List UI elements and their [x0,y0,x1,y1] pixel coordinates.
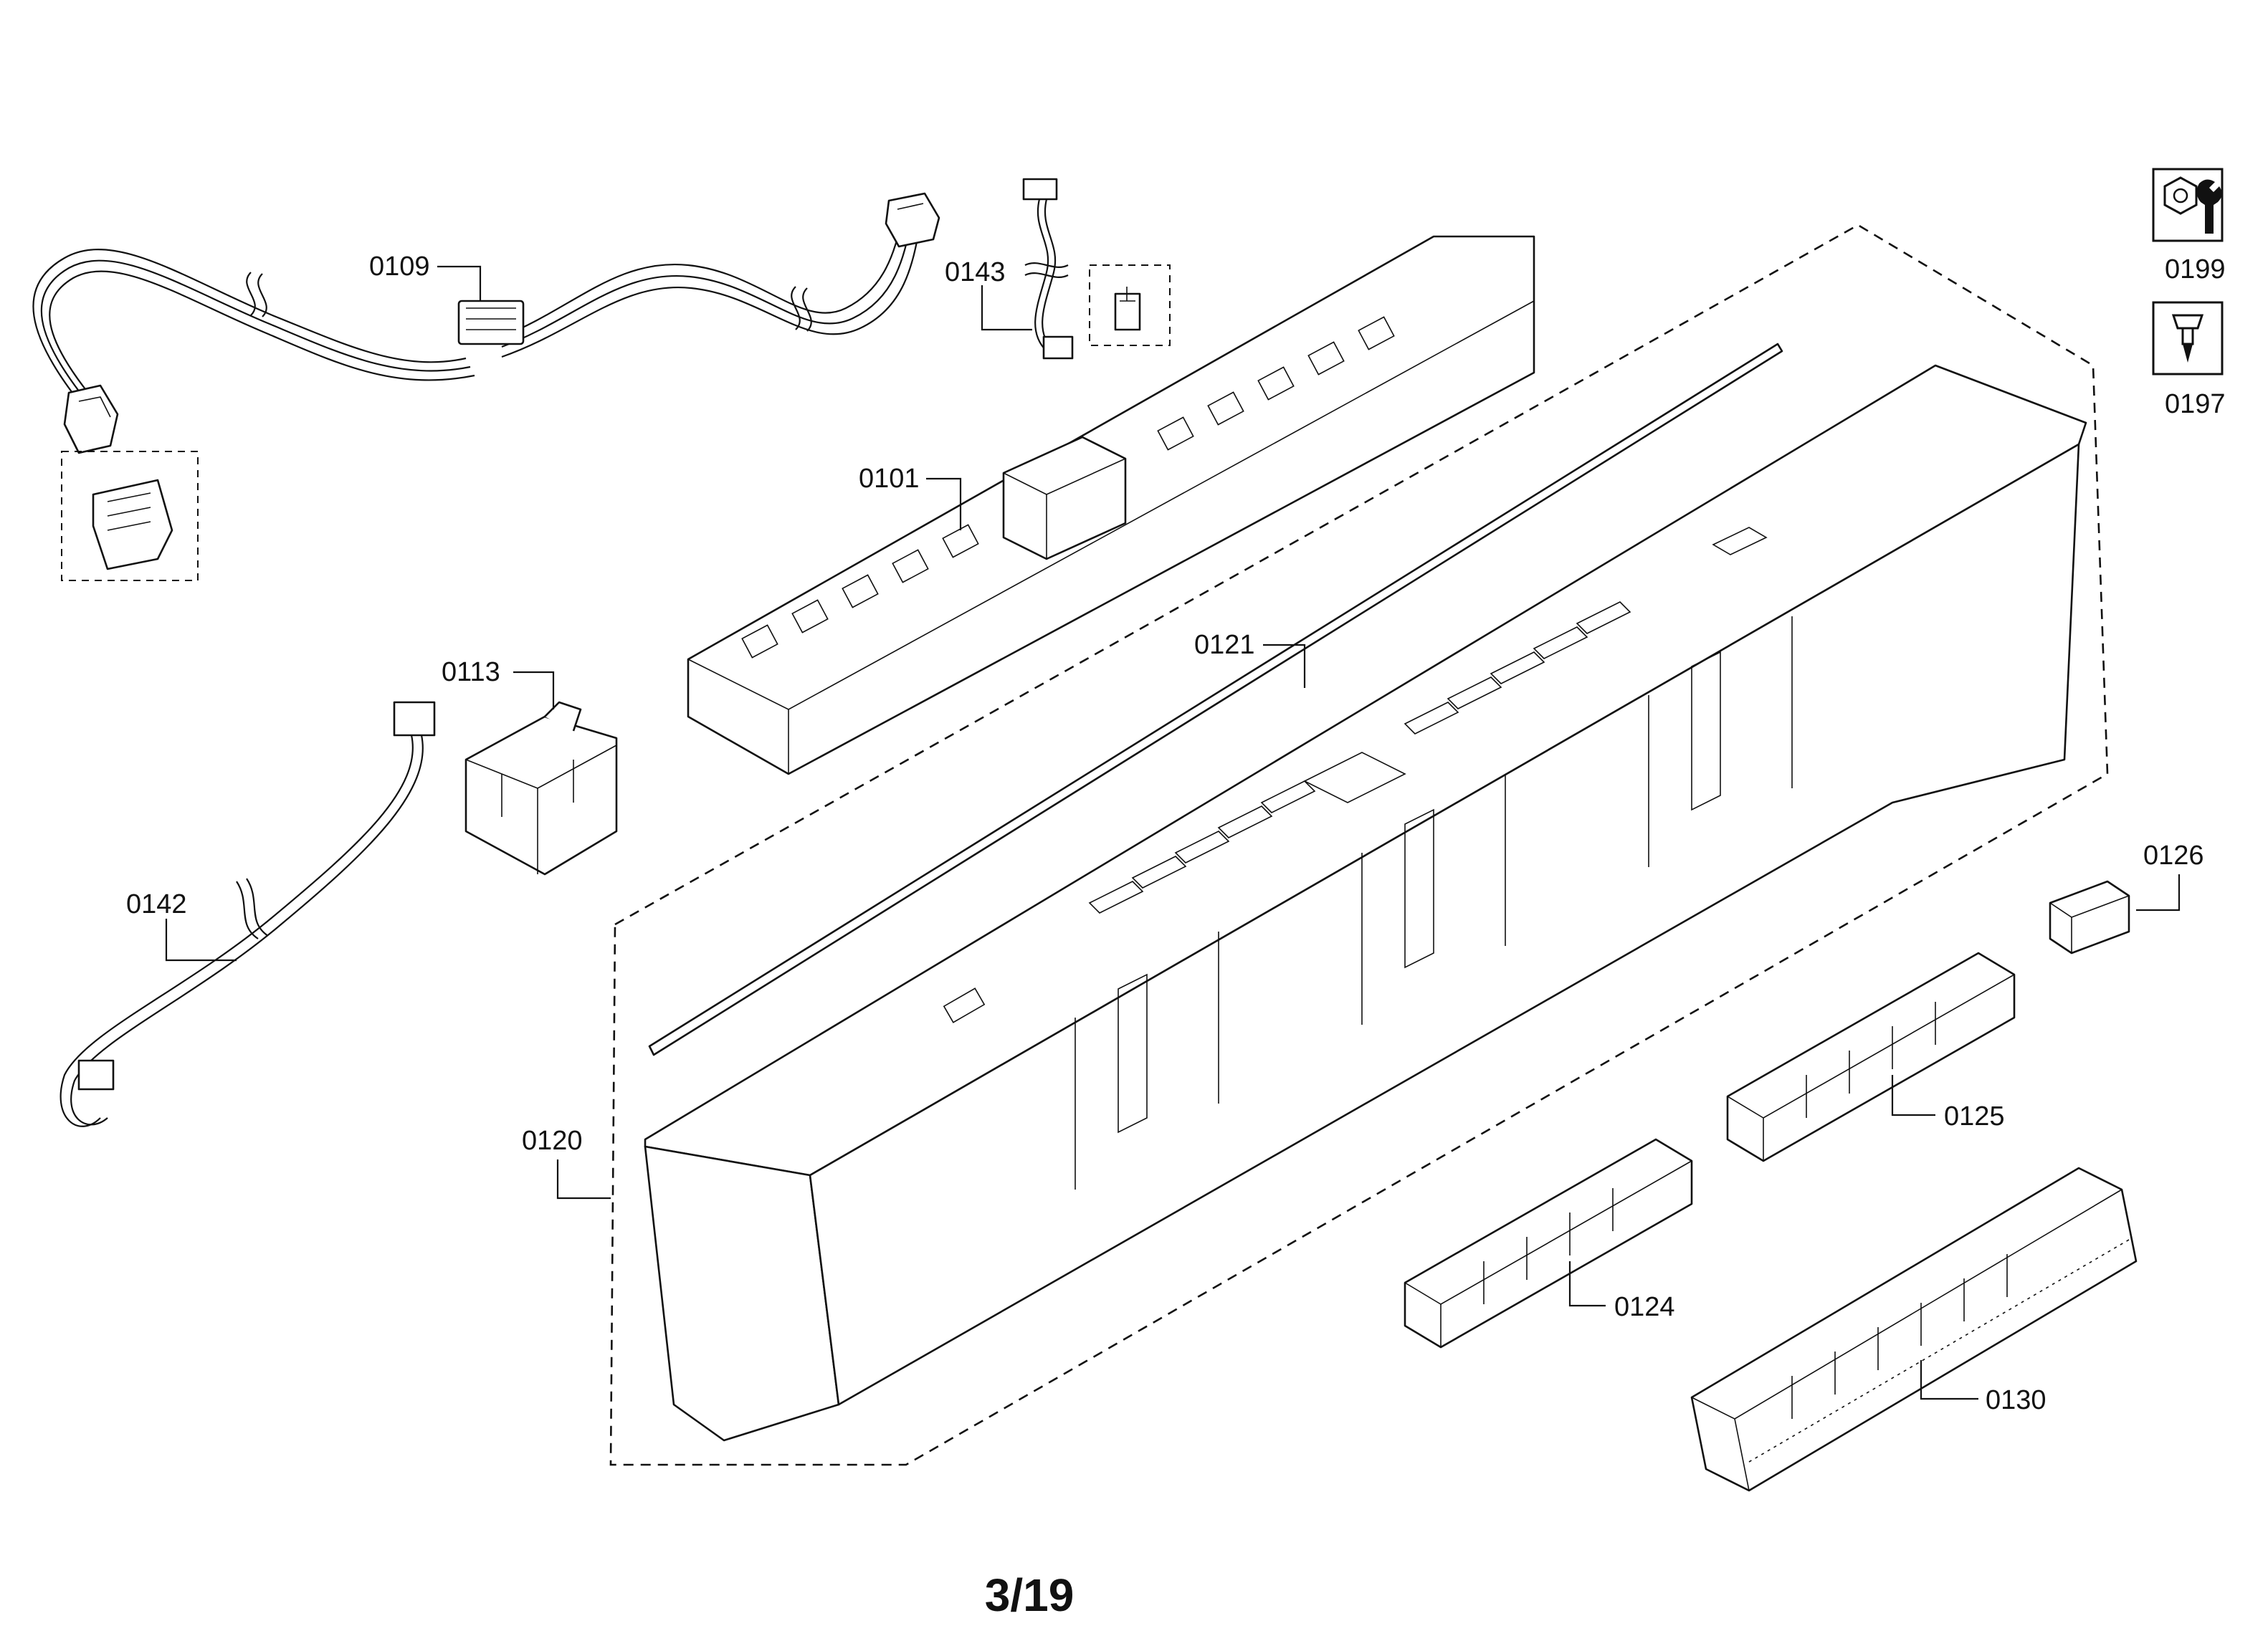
label-0199: 0199 [2165,254,2226,284]
leader-0109 [437,265,482,301]
label-0120: 0120 [522,1126,583,1156]
leader-0143 [981,285,1032,331]
label-0143: 0143 [945,257,1006,287]
page-number: 3/19 [985,1569,1075,1621]
button-strip-0125 [1726,952,2016,1162]
label-0142: 0142 [126,889,187,919]
leader-0120 [556,1159,611,1200]
leader-0126 [2136,874,2181,912]
leader-0142 [165,919,237,962]
button-strip-0124 [1404,1138,1693,1349]
wrench-nut-icon [2152,168,2224,242]
assembly-boundary [609,224,2109,1466]
label-0124: 0124 [1614,1292,1675,1322]
screwdriver-icon [2152,301,2224,376]
label-0197: 0197 [2165,389,2226,419]
label-0125: 0125 [1944,1101,2005,1132]
sensor-wire-0143 [1022,178,1171,360]
label-0130: 0130 [1986,1385,2047,1415]
leader-0113 [513,671,555,709]
label-0113: 0113 [442,657,500,687]
label-0121: 0121 [1194,630,1255,660]
label-0109: 0109 [369,252,430,282]
wire-0142 [59,701,436,1127]
control-module-0101 [687,235,1535,775]
leader-0121 [1263,644,1306,688]
leader-0124 [1568,1261,1606,1307]
cover-0130 [1690,1167,2138,1492]
label-0126: 0126 [2143,841,2204,871]
wiring-harness-0109 [32,192,940,581]
leader-0130 [1920,1360,1978,1400]
panel-housing-0120 [644,364,2087,1442]
leader-0101 [926,477,962,530]
label-0101: 0101 [859,464,920,494]
seal-strip-0121 [648,343,1783,1056]
button-0126 [2049,880,2130,955]
leader-0125 [1891,1075,1935,1116]
bracket-0113 [464,701,618,876]
